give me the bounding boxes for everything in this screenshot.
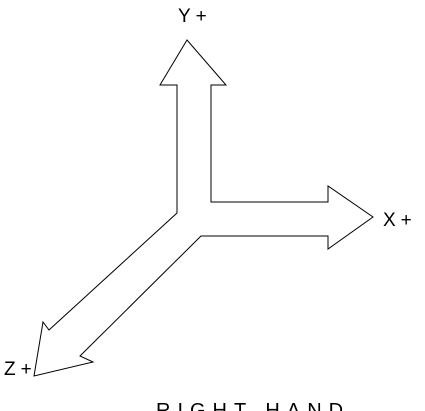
handedness-caption: RIGHT HAND [156, 400, 350, 411]
y-axis-label: Y+ [178, 6, 212, 27]
x-axis-label: X+ [383, 210, 417, 231]
axes-outline [33, 39, 374, 377]
z-axis-label: Z+ [4, 359, 37, 380]
